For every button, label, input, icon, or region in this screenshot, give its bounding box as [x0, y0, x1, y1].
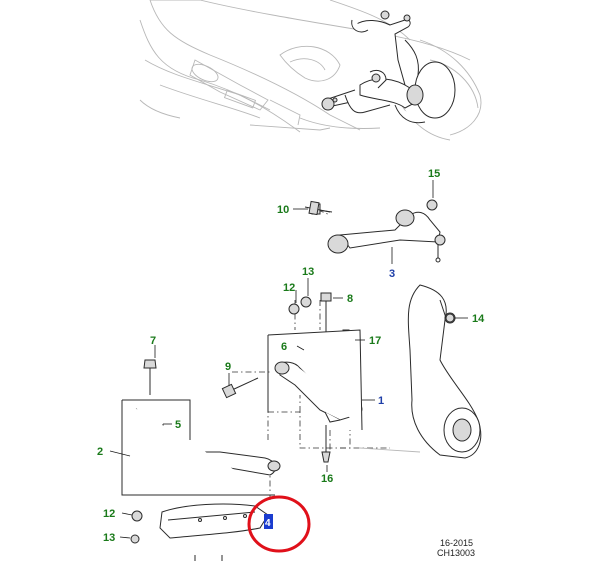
- washer-nut-part-12-13-upper: [288, 296, 312, 315]
- bolt-part-16: [321, 425, 331, 463]
- callout-15[interactable]: 15: [428, 168, 440, 180]
- callout-1[interactable]: 1: [378, 395, 384, 407]
- callout-7[interactable]: 7: [150, 335, 156, 347]
- nut-part-15: [426, 199, 438, 211]
- steering-knuckle: [359, 284, 482, 459]
- callout-13-lower[interactable]: 13: [103, 532, 115, 544]
- washer-nut-part-12-13-lower: [130, 510, 143, 544]
- subassembly-frames: [121, 329, 363, 496]
- highlight-part-4: [247, 495, 311, 553]
- highlight-box: [264, 514, 273, 529]
- bolt-part-7: [143, 359, 157, 395]
- footer-figure-code: CH13003: [437, 548, 475, 558]
- leader-lines: [109, 180, 468, 539]
- shield-part-4: [159, 503, 269, 561]
- highlight-circle: [247, 495, 311, 553]
- callout-9[interactable]: 9: [225, 361, 231, 373]
- suspension-inset-illustration: [321, 10, 456, 124]
- callout-5[interactable]: 5: [175, 419, 181, 431]
- callout-8[interactable]: 8: [347, 293, 353, 305]
- callouts: 15 10 3 13 12 8 14 7 6 17 9 1 5 2 16 12 …: [97, 168, 485, 544]
- bolt-part-14: [445, 313, 455, 323]
- callout-12-lower[interactable]: 12: [103, 508, 115, 520]
- callout-12-upper[interactable]: 12: [283, 282, 295, 294]
- callout-3[interactable]: 3: [389, 268, 395, 280]
- callout-4[interactable]: 4: [265, 518, 271, 529]
- callout-6[interactable]: 6: [281, 341, 287, 353]
- upper-control-arm: [311, 200, 446, 263]
- callout-17[interactable]: 17: [369, 335, 381, 347]
- footer-date-code: 16-2015: [440, 538, 473, 548]
- bolt-part-10: [304, 200, 331, 216]
- callout-16[interactable]: 16: [321, 473, 333, 485]
- bolt-part-9: [221, 377, 259, 399]
- callout-13-upper[interactable]: 13: [302, 266, 314, 278]
- callout-2[interactable]: 2: [97, 446, 103, 458]
- callout-14[interactable]: 14: [472, 313, 485, 325]
- callout-10[interactable]: 10: [277, 204, 289, 216]
- diagram-footer: 16-2015 CH13003: [437, 538, 475, 558]
